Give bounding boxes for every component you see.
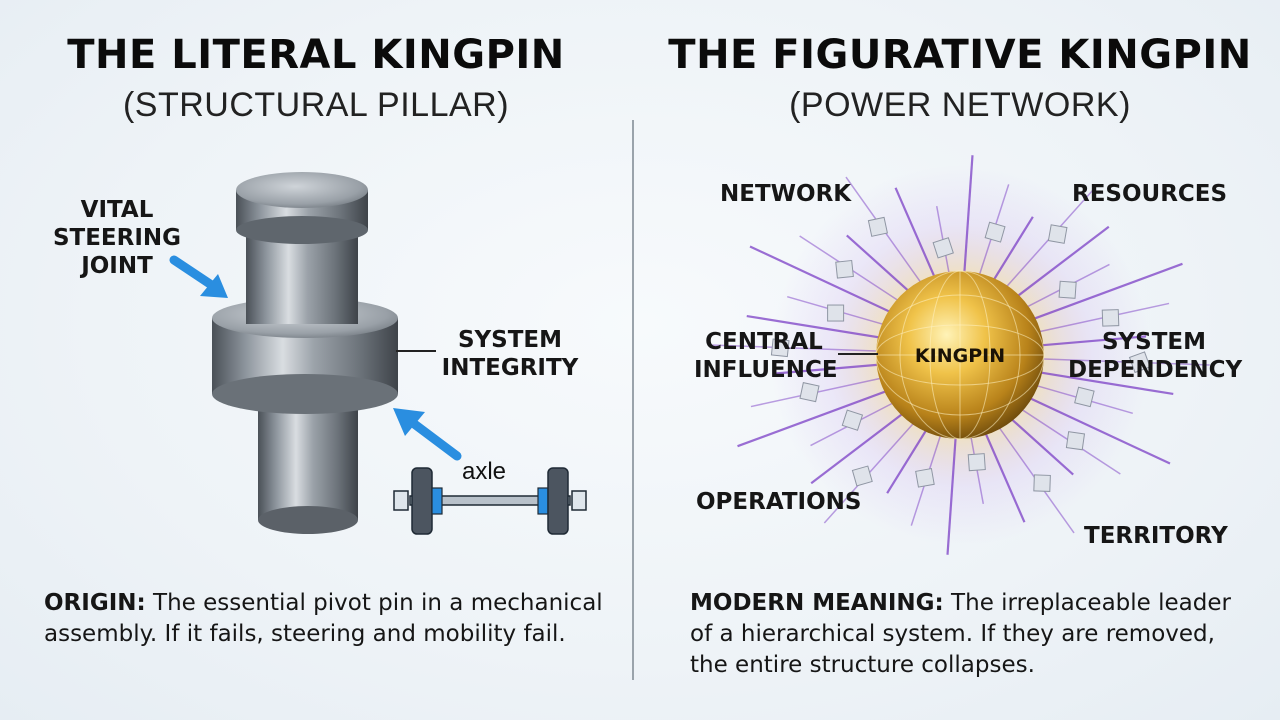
node-label-resources: RESOURCES — [1072, 181, 1228, 207]
network-ray — [979, 421, 1026, 523]
label-system-integrity: SYSTEM INTEGRITY — [441, 327, 579, 382]
network-ray — [737, 385, 899, 448]
kingpin-center-label: KINGPIN — [915, 345, 1005, 367]
network-ray — [845, 176, 929, 294]
left-title: THE LITERAL KINGPIN — [67, 32, 565, 78]
network-ray — [986, 216, 1034, 292]
right-title: THE FIGURATIVE KINGPIN — [668, 32, 1252, 78]
network-ray — [1029, 335, 1147, 348]
network-ray — [1006, 225, 1110, 305]
network-rays — [710, 155, 1210, 555]
network-ray — [991, 416, 1075, 534]
node-label-territory: TERRITORY — [1084, 523, 1228, 549]
label-vital-steering-joint: VITAL STEERING JOINT — [52, 197, 182, 280]
network-ray — [1010, 401, 1121, 475]
network-ray — [810, 405, 914, 485]
network-node-cube — [1128, 351, 1151, 374]
origin-heading: ORIGIN: — [44, 590, 146, 616]
network-node-cube — [867, 216, 888, 237]
network-ray — [1026, 302, 1170, 336]
network-ray — [997, 186, 1097, 297]
network-ray — [799, 235, 910, 309]
central-influence-leader-line — [838, 353, 878, 355]
network-ray — [962, 155, 974, 286]
left-subtitle: (STRUCTURAL PILLAR) — [122, 86, 510, 124]
right-description: MODERN MEANING: The irreplaceable leader… — [690, 588, 1256, 681]
network-sphere-icon: KINGPIN — [710, 155, 1210, 555]
arrow-to-collar-icon — [393, 408, 462, 461]
network-ray — [710, 344, 891, 353]
network-ray — [1029, 357, 1210, 366]
network-node-cube — [1047, 224, 1068, 244]
left-description: ORIGIN: The essential pivot pin in a mec… — [44, 588, 604, 650]
axle-icon — [393, 467, 587, 535]
network-ray — [1028, 369, 1174, 396]
node-label-central-influence: CENTRAL INFLUENCE — [694, 329, 838, 384]
network-node-cube — [1074, 386, 1095, 408]
network-ray — [1018, 391, 1171, 465]
network-ray — [823, 413, 923, 524]
integrity-leader-line — [396, 350, 436, 352]
network-node-cube — [1065, 431, 1086, 451]
network-ray — [749, 245, 902, 319]
network-ray — [946, 424, 958, 555]
network-node-cube — [1058, 280, 1077, 299]
axle-label: axle — [462, 458, 507, 485]
network-node-cube — [932, 237, 954, 259]
origin-text: The essential pivot pin in a mechanical … — [44, 590, 603, 648]
node-label-system-dependency: SYSTEM DEPENDENCY — [1068, 329, 1243, 384]
network-node-cube — [827, 304, 845, 322]
network-ray — [886, 418, 934, 494]
network-ray — [750, 374, 894, 408]
network-node-cube — [770, 338, 790, 358]
network-ray — [1021, 262, 1183, 325]
network-ray — [894, 187, 941, 289]
network-ray — [846, 234, 919, 301]
arrow-to-joint-icon — [169, 255, 228, 298]
network-ray — [746, 314, 892, 341]
network-ray — [1001, 409, 1074, 476]
network-node-cube — [851, 465, 873, 487]
network-node-cube — [799, 382, 820, 403]
network-nodes — [770, 216, 1151, 492]
node-label-network: NETWORK — [720, 181, 852, 207]
network-node-cube — [1101, 309, 1120, 327]
network-node-cube — [967, 453, 986, 472]
node-label-operations: OPERATIONS — [696, 489, 862, 515]
panel-divider — [632, 120, 634, 680]
network-node-cube — [984, 221, 1006, 243]
network-node-cube — [835, 259, 854, 279]
kingpin-pin-illustration — [212, 172, 398, 534]
modern-meaning-text: The irreplaceable leader of a hierarchic… — [690, 590, 1231, 679]
network-node-cube — [841, 409, 864, 431]
modern-meaning-heading: MODERN MEANING: — [690, 590, 944, 616]
network-node-cube — [915, 467, 935, 488]
network-ray — [773, 362, 891, 375]
network-node-cube — [1033, 474, 1051, 492]
right-subtitle: (POWER NETWORK) — [789, 86, 1131, 124]
